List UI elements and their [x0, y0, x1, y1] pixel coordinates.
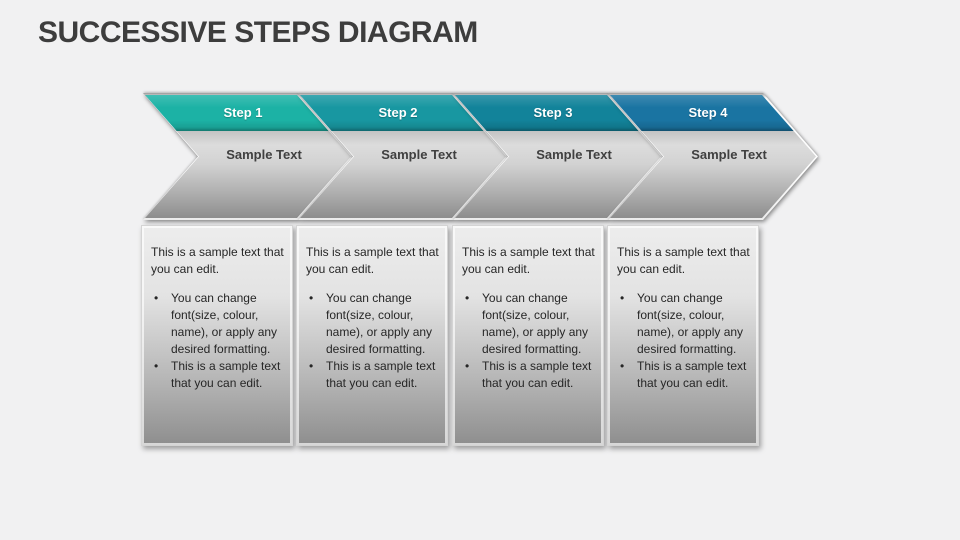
- bullet-glyph: •: [309, 359, 314, 373]
- bullet-glyph: •: [620, 291, 625, 305]
- step-4-label: Step 4: [688, 105, 728, 120]
- bullet-text: You can change font(size, colour, name),…: [482, 291, 589, 356]
- step-4-arrow[interactable]: Step 4 Sample Text: [608, 93, 818, 220]
- step-3-sample-text: Sample Text: [536, 147, 612, 162]
- step-4-arrow-fill: Step 4 Sample Text: [610, 95, 816, 218]
- bullet-text: This is a sample text that you can edit.: [482, 359, 592, 390]
- step-2-card[interactable]: This is a sample text that you can edit.…: [296, 225, 448, 446]
- step-4-body: Sample Text: [610, 131, 816, 218]
- bullet-item: • You can change font(size, colour, name…: [617, 290, 750, 358]
- step-4-card[interactable]: This is a sample text that you can edit.…: [607, 225, 759, 446]
- bullet-item: • You can change font(size, colour, name…: [306, 290, 439, 358]
- bullet-item: • This is a sample text that you can edi…: [462, 358, 595, 392]
- step-3-card[interactable]: This is a sample text that you can edit.…: [452, 225, 604, 446]
- bullet-glyph: •: [465, 291, 470, 305]
- bullet-item: • This is a sample text that you can edi…: [151, 358, 284, 392]
- bullet-item: • You can change font(size, colour, name…: [151, 290, 284, 358]
- bullet-text: You can change font(size, colour, name),…: [637, 291, 744, 356]
- step-4-header: Step 4: [610, 95, 816, 131]
- bullet-text: You can change font(size, colour, name),…: [326, 291, 433, 356]
- bullet-item: • You can change font(size, colour, name…: [462, 290, 595, 358]
- card-intro-text: This is a sample text that you can edit.: [617, 245, 750, 276]
- bullet-item: • This is a sample text that you can edi…: [617, 358, 750, 392]
- bullet-glyph: •: [620, 359, 625, 373]
- bullet-glyph: •: [465, 359, 470, 373]
- step-1-card[interactable]: This is a sample text that you can edit.…: [141, 225, 293, 446]
- step-1-label: Step 1: [223, 105, 263, 120]
- slide-title: SUCCESSIVE STEPS DIAGRAM: [38, 16, 478, 49]
- bullet-item: • This is a sample text that you can edi…: [306, 358, 439, 392]
- bullet-glyph: •: [309, 291, 314, 305]
- card-intro-text: This is a sample text that you can edit.: [151, 245, 284, 276]
- step-2-label: Step 2: [378, 105, 418, 120]
- card-intro-text: This is a sample text that you can edit.: [462, 245, 595, 276]
- bullet-text: This is a sample text that you can edit.: [171, 359, 281, 390]
- step-3-label: Step 3: [533, 105, 573, 120]
- step-2-sample-text: Sample Text: [381, 147, 457, 162]
- card-intro-text: This is a sample text that you can edit.: [306, 245, 439, 276]
- bullet-text: This is a sample text that you can edit.: [326, 359, 436, 390]
- step-1-sample-text: Sample Text: [226, 147, 302, 162]
- step-4-arrow-border: Step 4 Sample Text: [608, 93, 818, 220]
- step-4-sample-text: Sample Text: [691, 147, 767, 162]
- bullet-text: You can change font(size, colour, name),…: [171, 291, 278, 356]
- bullet-glyph: •: [154, 291, 159, 305]
- bullet-text: This is a sample text that you can edit.: [637, 359, 747, 390]
- bullet-glyph: •: [154, 359, 159, 373]
